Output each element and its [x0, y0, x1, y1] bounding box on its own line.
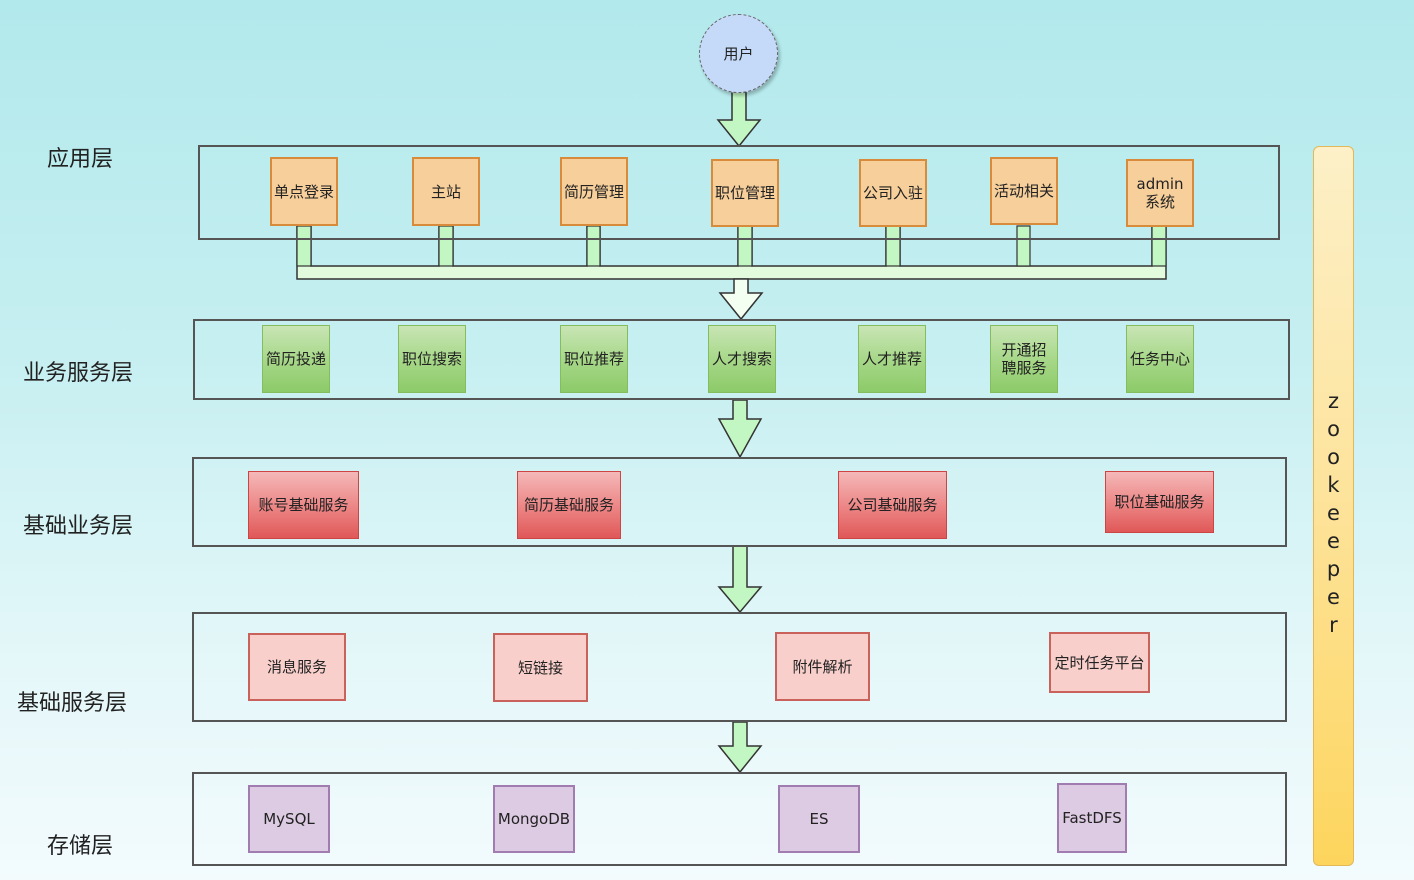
node-admin-system[interactable]: admin系统: [1126, 159, 1194, 227]
user-node[interactable]: 用户: [699, 14, 778, 93]
node-label: 开通招聘服务: [1001, 341, 1047, 377]
node-label: 任务中心: [1129, 350, 1190, 368]
zookeeper-letter: z: [1327, 389, 1340, 413]
layer-box-application: [198, 145, 1280, 240]
node-label: 公司入驻: [863, 184, 924, 202]
node-task-center[interactable]: 任务中心: [1126, 325, 1194, 393]
node-attachment-parsing[interactable]: 附件解析: [775, 632, 870, 701]
node-label: 简历投递: [265, 350, 326, 368]
node-label: 短链接: [517, 658, 563, 677]
node-account-base-service[interactable]: 账号基础服务: [248, 471, 359, 539]
node-es[interactable]: ES: [778, 785, 860, 853]
node-company-onboarding[interactable]: 公司入驻: [859, 159, 927, 227]
zookeeper-letter: k: [1327, 473, 1340, 497]
node-company-base-service[interactable]: 公司基础服务: [838, 471, 947, 539]
zookeeper-letter: e: [1327, 501, 1340, 525]
node-mysql[interactable]: MySQL: [248, 785, 330, 853]
node-label: 主站: [430, 182, 461, 201]
arrow-base-business-to-base-service: [717, 545, 763, 614]
node-main-site[interactable]: 主站: [412, 157, 480, 226]
node-label: MongoDB: [497, 810, 571, 828]
node-label: FastDFS: [1062, 809, 1122, 827]
zookeeper-letter: o: [1327, 417, 1340, 441]
arrow-user-to-app: [716, 91, 762, 148]
node-label: admin系统: [1136, 175, 1184, 211]
node-label: 简历管理: [564, 182, 625, 201]
node-label: 公司基础服务: [847, 496, 938, 514]
layer-box-base-service: [192, 612, 1287, 722]
node-talent-recommend[interactable]: 人才推荐: [858, 325, 926, 393]
node-position-management[interactable]: 职位管理: [711, 159, 779, 227]
node-resume-delivery[interactable]: 简历投递: [262, 325, 330, 393]
user-label: 用户: [723, 45, 754, 63]
node-activities[interactable]: 活动相关: [990, 157, 1058, 225]
zookeeper-letter: o: [1327, 445, 1340, 469]
node-position-search[interactable]: 职位搜索: [398, 325, 466, 393]
node-label: 定时任务平台: [1054, 653, 1145, 672]
node-label: 人才推荐: [861, 350, 922, 368]
node-label: 附件解析: [792, 657, 853, 676]
node-message-service[interactable]: 消息服务: [248, 633, 346, 701]
node-label: 账号基础服务: [258, 496, 349, 514]
node-label: 消息服务: [266, 658, 327, 676]
layer-label-application: 应用层: [47, 147, 114, 172]
node-position-base-service[interactable]: 职位基础服务: [1105, 471, 1214, 533]
node-label: 职位搜索: [401, 350, 462, 368]
arrow-app-to-business: [718, 278, 764, 321]
node-talent-search[interactable]: 人才搜索: [708, 325, 776, 393]
node-fastdfs[interactable]: FastDFS: [1057, 783, 1127, 853]
zookeeper-letter: e: [1327, 585, 1340, 609]
layer-label-business-service: 业务服务层: [23, 361, 134, 386]
node-label: 职位推荐: [563, 350, 624, 368]
node-resume-management[interactable]: 简历管理: [560, 157, 628, 226]
node-label: 活动相关: [994, 182, 1055, 200]
app-bus-stubs: [296, 225, 1167, 267]
layer-box-storage: [192, 772, 1287, 866]
layer-label-base-service: 基础服务层: [17, 691, 128, 716]
node-label: 简历基础服务: [523, 496, 614, 514]
node-position-recommend[interactable]: 职位推荐: [560, 325, 628, 393]
layer-box-business-service: [193, 319, 1290, 400]
zookeeper-letter: p: [1326, 557, 1341, 581]
arrow-business-to-base-business: [717, 399, 763, 459]
node-label: 职位基础服务: [1114, 493, 1205, 511]
layer-box-base-business: [192, 457, 1287, 547]
node-short-link[interactable]: 短链接: [493, 633, 588, 702]
node-scheduled-task-platform[interactable]: 定时任务平台: [1049, 632, 1150, 693]
node-label: 人才搜索: [711, 350, 772, 368]
node-label: ES: [809, 810, 829, 828]
node-label: 职位管理: [715, 184, 776, 202]
node-resume-base-service[interactable]: 简历基础服务: [517, 471, 621, 539]
layer-label-base-business: 基础业务层: [23, 514, 134, 539]
node-sso[interactable]: 单点登录: [270, 157, 338, 226]
zookeeper-letter: r: [1329, 613, 1338, 637]
node-recruitment-service[interactable]: 开通招聘服务: [990, 325, 1058, 393]
node-mongodb[interactable]: MongoDB: [493, 785, 575, 853]
arrow-base-service-to-storage: [717, 721, 763, 774]
zookeeper-letter: e: [1327, 529, 1340, 553]
node-label: 单点登录: [274, 182, 335, 201]
node-label: MySQL: [263, 810, 315, 828]
layer-label-storage: 存储层: [47, 834, 114, 859]
